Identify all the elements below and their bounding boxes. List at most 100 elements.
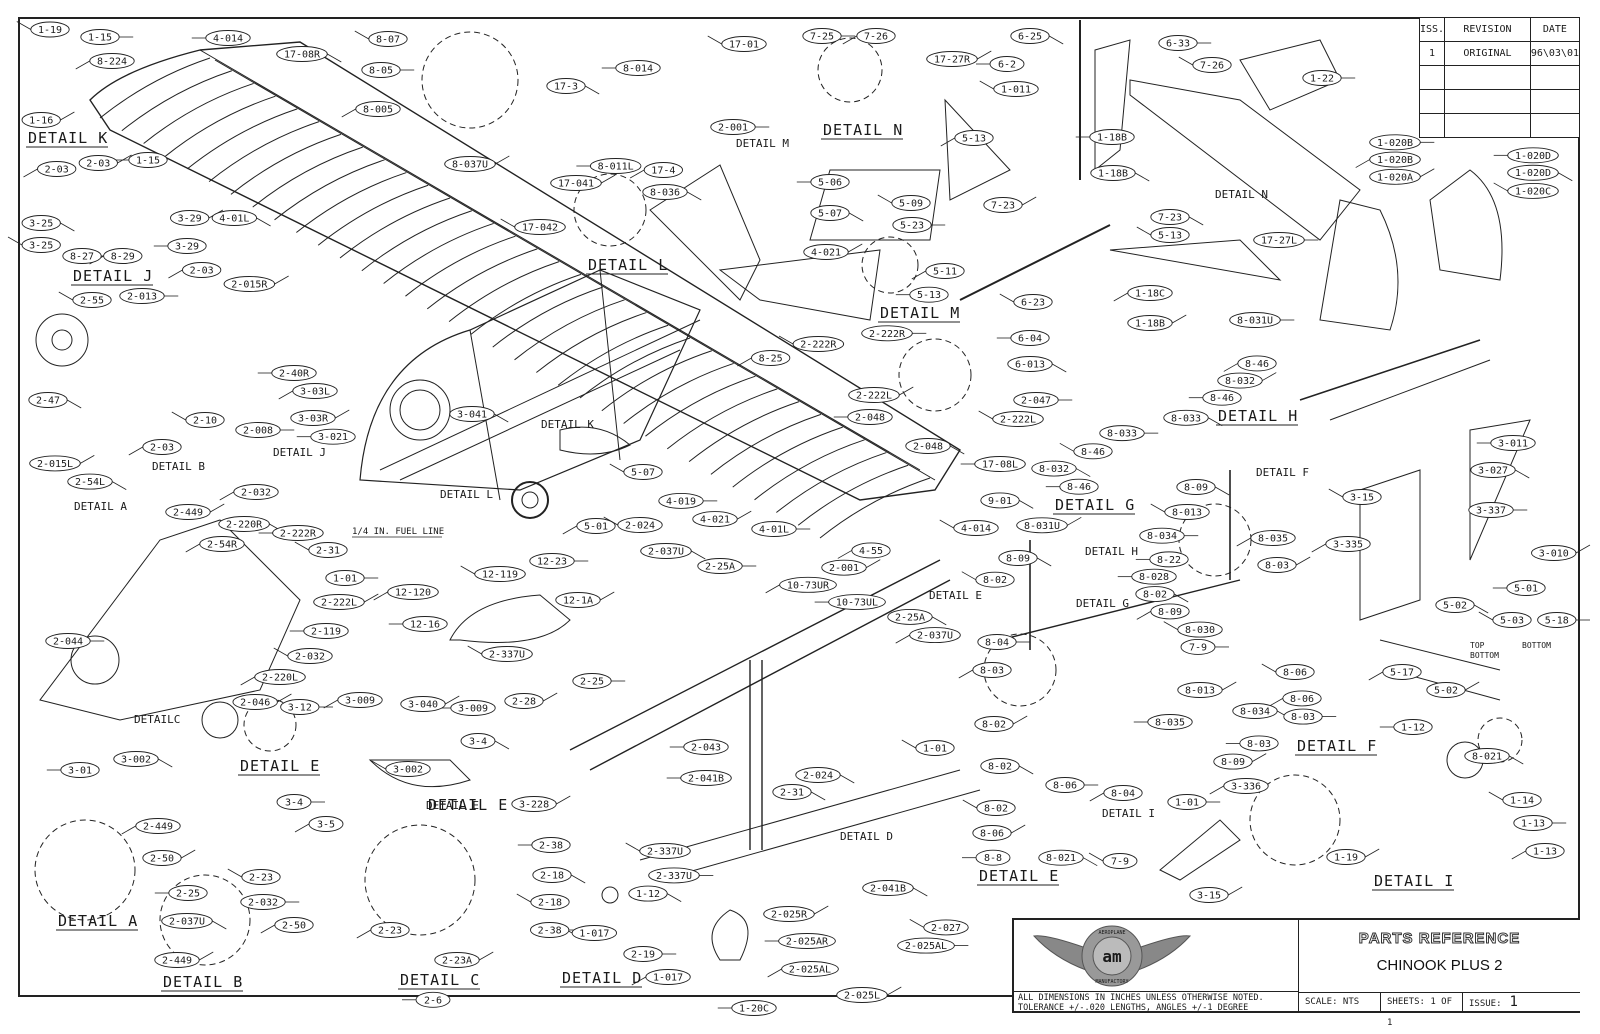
callout-bubble	[972, 662, 1012, 678]
leader-line	[1328, 488, 1343, 498]
leader-line	[294, 823, 310, 833]
leader-line	[158, 758, 173, 768]
part-callout: 2-046	[232, 694, 278, 710]
part-callout: 1-017	[645, 969, 691, 985]
leader-line	[185, 543, 200, 553]
issue-label: ISSUE:	[1469, 999, 1502, 1009]
leader-line	[600, 591, 615, 601]
callout-bubble	[205, 30, 251, 46]
part-callout: 1-020B	[1369, 134, 1421, 151]
part-callout: 5-23	[892, 217, 932, 233]
part-callout: 3-5	[308, 816, 344, 832]
leader-line	[60, 222, 75, 232]
callout-bubble	[923, 919, 969, 936]
leader-line	[1488, 791, 1503, 801]
callout-label: 8-09	[1221, 757, 1245, 768]
part-callout: 6-23	[1013, 294, 1053, 310]
part-callout: 8-037U	[444, 156, 496, 172]
callout-bubble	[1283, 708, 1323, 725]
callout-label: 5-17	[1390, 668, 1414, 679]
leader-line	[814, 905, 829, 915]
callout-label: 3-29	[178, 214, 202, 225]
leader-line	[1113, 292, 1128, 302]
leader-line	[950, 445, 965, 455]
leader-line	[1368, 671, 1383, 681]
callout-bubble	[142, 439, 182, 455]
part-callout: 2-041B	[680, 770, 732, 786]
callout-bubble	[21, 215, 61, 231]
part-callout: 3-337	[1468, 502, 1514, 518]
callout-bubble	[274, 917, 314, 933]
wing-rib	[121, 70, 232, 132]
wing-rib	[143, 82, 254, 144]
callout-bubble	[1189, 887, 1229, 903]
part-callout: 17-08R	[276, 46, 328, 62]
callout-bubble	[233, 484, 279, 500]
sheets-cell: SHEETS: 1 OF 1	[1381, 992, 1463, 1028]
part-callout: 7-9	[1180, 639, 1216, 655]
callout-bubble	[1490, 435, 1536, 451]
part-callout: 3-15	[1342, 489, 1382, 505]
callout-bubble	[1326, 849, 1366, 865]
callout-bubble	[1382, 664, 1422, 680]
callout-label: 1-18B	[1135, 319, 1165, 330]
callout-label: 7-23	[991, 201, 1015, 212]
callout-label: 2-50	[282, 921, 306, 932]
callout-bubble	[572, 673, 612, 689]
part-callout: 7-25	[802, 28, 842, 44]
leader-line	[895, 634, 910, 644]
part-callout: 2-119	[303, 623, 349, 639]
callout-bubble	[1127, 315, 1173, 331]
callout-bubble	[1342, 489, 1382, 505]
detail-pointer-label: DETAIL K	[541, 418, 594, 431]
part-callout: 2-28	[504, 693, 544, 709]
leader-line	[1049, 35, 1064, 45]
callout-bubble	[976, 800, 1016, 816]
leader-line	[260, 924, 275, 934]
part-callout: 5-02	[1435, 597, 1475, 613]
callout-label: 4-01L	[759, 525, 789, 536]
callout-label: 2-23	[249, 873, 273, 884]
part-callout: 3-29	[170, 210, 210, 226]
callout-label: 2-025L	[844, 991, 880, 1002]
callout-bubble	[1150, 603, 1190, 620]
part-callout: 1-017	[571, 925, 618, 941]
part-callout: 2-048	[847, 409, 893, 425]
callout-bubble	[555, 592, 601, 608]
callout-label: 2-03	[86, 159, 110, 170]
callout-bubble	[310, 428, 356, 445]
wing-rib	[208, 121, 320, 183]
callout-bubble	[1139, 527, 1185, 544]
part-callout: 1-020D	[1507, 164, 1559, 181]
header-iss: ISS.	[1418, 17, 1446, 42]
callout-label: 2-032	[248, 898, 278, 909]
revision-row: 1 ORIGINAL 96\03\01	[1418, 41, 1581, 66]
leader-line	[1172, 314, 1187, 324]
callout-bubble	[802, 28, 842, 44]
fuel-line-note: 1/4 IN. FUEL LINE	[352, 527, 444, 537]
wing-rib	[492, 286, 603, 348]
callout-label: 2-28	[512, 697, 536, 708]
callout-bubble	[308, 542, 348, 558]
part-callout: 2-044	[45, 633, 91, 649]
callout-bubble	[1010, 28, 1050, 44]
leader-line	[356, 929, 371, 939]
leader-line	[60, 111, 75, 121]
drawing-border	[18, 17, 1580, 997]
revision-header-row: ISS. REVISION DATE	[1418, 17, 1581, 42]
callout-bubble	[975, 571, 1015, 588]
part-callout: 1-18B	[1089, 129, 1135, 145]
callout-bubble	[199, 536, 245, 552]
part-callout: 8-032	[1031, 460, 1077, 477]
leader-line	[1067, 516, 1082, 526]
leader-line	[909, 919, 924, 928]
part-callout: 8-021	[1464, 748, 1510, 764]
part-callout: 8-09	[1150, 603, 1190, 620]
leader-line	[691, 550, 706, 560]
callout-bubble	[532, 867, 572, 883]
callout-bubble	[368, 31, 408, 47]
callout-label: 8-03	[1265, 561, 1289, 572]
callout-label: 2-001	[829, 563, 859, 574]
callout-bubble	[810, 205, 850, 221]
leader-line	[767, 968, 782, 978]
